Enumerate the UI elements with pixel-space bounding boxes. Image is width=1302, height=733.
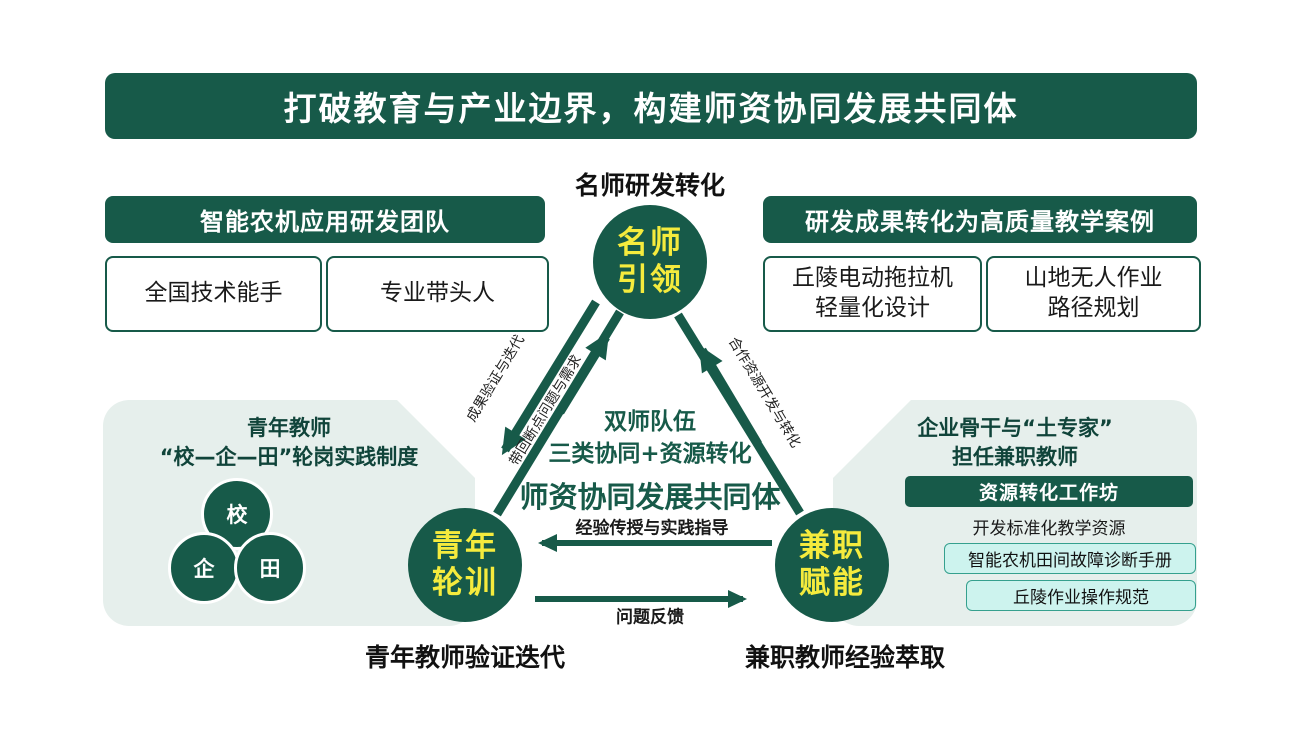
bottom-caption-left: 青年教师验证迭代	[364, 643, 565, 672]
right-expert-panel: 企业骨干与“土专家” 担任兼职教师 资源转化工作坊 开发标准化教学资源 智能农机…	[833, 400, 1197, 626]
edge-bottom	[535, 534, 772, 608]
top-node-caption: 名师研发转化	[574, 171, 725, 200]
right-outcome-box-2: 山地无人作业 路径规划	[986, 256, 1201, 332]
center-text-2: 三类协同+资源转化	[548, 441, 752, 467]
node-qingnian-line2: 轮训	[432, 565, 498, 601]
center-text-3: 师资协同发展共同体	[519, 480, 781, 514]
venn-circle-enterprise: 企	[168, 532, 240, 604]
node-jianzhi: 兼职 赋能	[775, 508, 889, 622]
left-team-header: 智能农机应用研发团队	[105, 196, 545, 243]
venn-circle-field: 田	[234, 532, 306, 604]
title-text: 打破教育与产业边界，构建师资协同发展共同体	[283, 89, 1019, 128]
right-panel-title-2: 担任兼职教师	[952, 445, 1078, 469]
node-mingshi-line1: 名师	[617, 225, 683, 262]
resource-box-2: 丘陵作业操作规范	[966, 580, 1196, 611]
left-panel-title-2: “校—企—田”轮岗实践制度	[159, 445, 419, 469]
right-outcome-box-2-line1: 山地无人作业	[1024, 265, 1163, 292]
node-qingnian: 青年 轮训	[408, 508, 522, 622]
right-panel-title-1: 企业骨干与“土专家”	[917, 416, 1113, 440]
node-jianzhi-line2: 赋能	[799, 565, 865, 601]
left-team-box-1: 全国技术能手	[105, 256, 322, 332]
right-outcome-box-1-line1: 丘陵电动拖拉机	[792, 265, 953, 292]
right-panel-subtext: 开发标准化教学资源	[972, 519, 1126, 539]
resource-workshop-bar: 资源转化工作坊	[905, 476, 1193, 507]
center-text-1: 双师队伍	[604, 409, 696, 435]
right-outcome-box-2-line2: 路径规划	[1047, 295, 1140, 321]
bottom-caption-right: 兼职教师经验萃取	[744, 643, 945, 672]
edge-label-bottom-bottom: 问题反馈	[616, 607, 684, 628]
edge-label-bottom-top: 经验传授与实践指导	[575, 518, 729, 539]
node-jianzhi-line1: 兼职	[799, 528, 865, 565]
node-mingshi: 名师 引领	[593, 205, 707, 319]
title-banner: 打破教育与产业边界，构建师资协同发展共同体	[105, 73, 1197, 139]
right-outcome-box-1: 丘陵电动拖拉机 轻量化设计	[763, 256, 982, 332]
right-outcome-box-1-line2: 轻量化设计	[815, 295, 930, 321]
left-team-box-2: 专业带头人	[326, 256, 549, 332]
left-panel-title-1: 青年教师	[247, 416, 331, 440]
node-mingshi-line2: 引领	[617, 262, 683, 298]
right-outcome-header: 研发成果转化为高质量教学案例	[763, 196, 1197, 243]
node-qingnian-line1: 青年	[432, 528, 498, 565]
left-practice-panel: 青年教师 “校—企—田”轮岗实践制度 校 企 田	[103, 400, 475, 626]
resource-box-1: 智能农机田间故障诊断手册	[944, 543, 1196, 574]
